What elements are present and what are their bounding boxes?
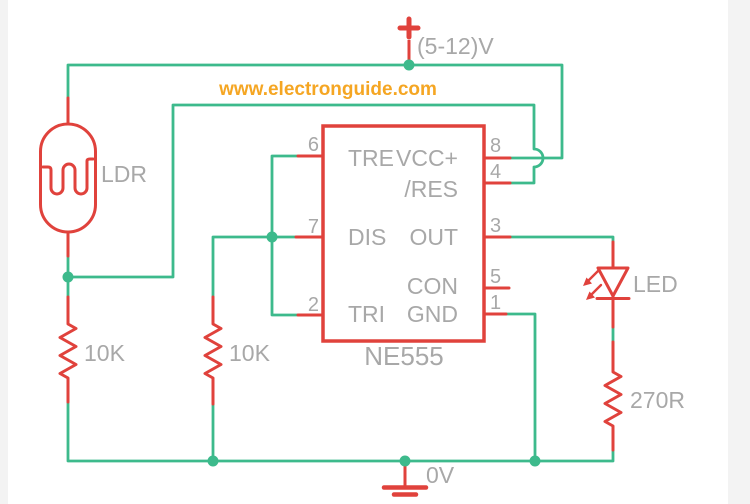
junction-pins bbox=[266, 231, 278, 243]
pin-number-7: 7 bbox=[308, 216, 319, 238]
pin-number-6: 6 bbox=[308, 134, 319, 156]
right-margin bbox=[728, 0, 750, 504]
pin-name-gnd: GND bbox=[407, 301, 458, 327]
junction-rail-ground bbox=[399, 455, 411, 467]
pin-number-5: 5 bbox=[490, 266, 501, 288]
pin-name-con: CON bbox=[407, 273, 458, 299]
pin-name-out: OUT bbox=[409, 224, 458, 250]
resistor-r3-label: 270R bbox=[630, 387, 685, 413]
ground-symbol: 0V bbox=[381, 459, 455, 497]
ic-body bbox=[321, 124, 486, 343]
resistor-r1-label: 10K bbox=[84, 340, 126, 366]
wire-gnd-pin-to-rail bbox=[504, 312, 537, 461]
ic-ne555: 6 7 2 8 4 3 5 1 TRE DIS TRI VCC+ /RES OU… bbox=[294, 124, 512, 371]
power-voltage-label: (5-12)V bbox=[417, 33, 494, 59]
junction-rail-gndpin bbox=[529, 455, 541, 467]
led-label: LED bbox=[633, 271, 678, 297]
left-margin bbox=[0, 0, 8, 504]
junction-rail-r2 bbox=[207, 455, 219, 467]
ldr-body bbox=[39, 122, 97, 234]
resistor-r1-zigzag bbox=[58, 295, 78, 404]
ldr-component: LDR bbox=[39, 96, 147, 258]
pin-number-4: 4 bbox=[490, 161, 501, 183]
ic-name-label: NE555 bbox=[364, 341, 444, 371]
resistor-r1: 10K bbox=[58, 295, 126, 404]
pin-name-tri: TRI bbox=[348, 301, 385, 327]
wire-ground-rail bbox=[66, 400, 615, 463]
wire-reset-net bbox=[68, 103, 545, 279]
resistor-r2: 10K bbox=[203, 295, 271, 406]
pin-number-8: 8 bbox=[490, 135, 501, 157]
pin-number-1: 1 bbox=[490, 292, 501, 314]
resistor-r2-label: 10K bbox=[229, 340, 271, 366]
led-arrow-2-head bbox=[586, 291, 595, 300]
plus-icon bbox=[397, 16, 421, 40]
resistor-r3-zigzag bbox=[603, 340, 623, 452]
resistor-r2-zigzag bbox=[203, 295, 223, 406]
ground-label: 0V bbox=[426, 462, 455, 488]
pin-name-res: /RES bbox=[404, 176, 458, 202]
pin-name-tre: TRE bbox=[348, 145, 394, 171]
resistor-r3: 270R bbox=[603, 340, 685, 452]
watermark-text: www.electronguide.com bbox=[218, 79, 437, 100]
wires bbox=[66, 63, 615, 463]
led-arrow-1-head bbox=[583, 277, 592, 286]
ldr-label: LDR bbox=[101, 161, 147, 187]
junction-ldr-divider bbox=[62, 271, 74, 283]
pin-name-vcc: VCC+ bbox=[396, 145, 458, 171]
led-component: LED bbox=[583, 240, 678, 329]
pin-name-dis: DIS bbox=[348, 224, 386, 250]
pin-number-3: 3 bbox=[490, 215, 501, 237]
ldr-meander bbox=[41, 157, 95, 196]
junction-dots bbox=[62, 59, 541, 467]
pin-number-2: 2 bbox=[308, 294, 319, 316]
led-triangle bbox=[596, 266, 630, 298]
junction-power bbox=[403, 59, 415, 71]
